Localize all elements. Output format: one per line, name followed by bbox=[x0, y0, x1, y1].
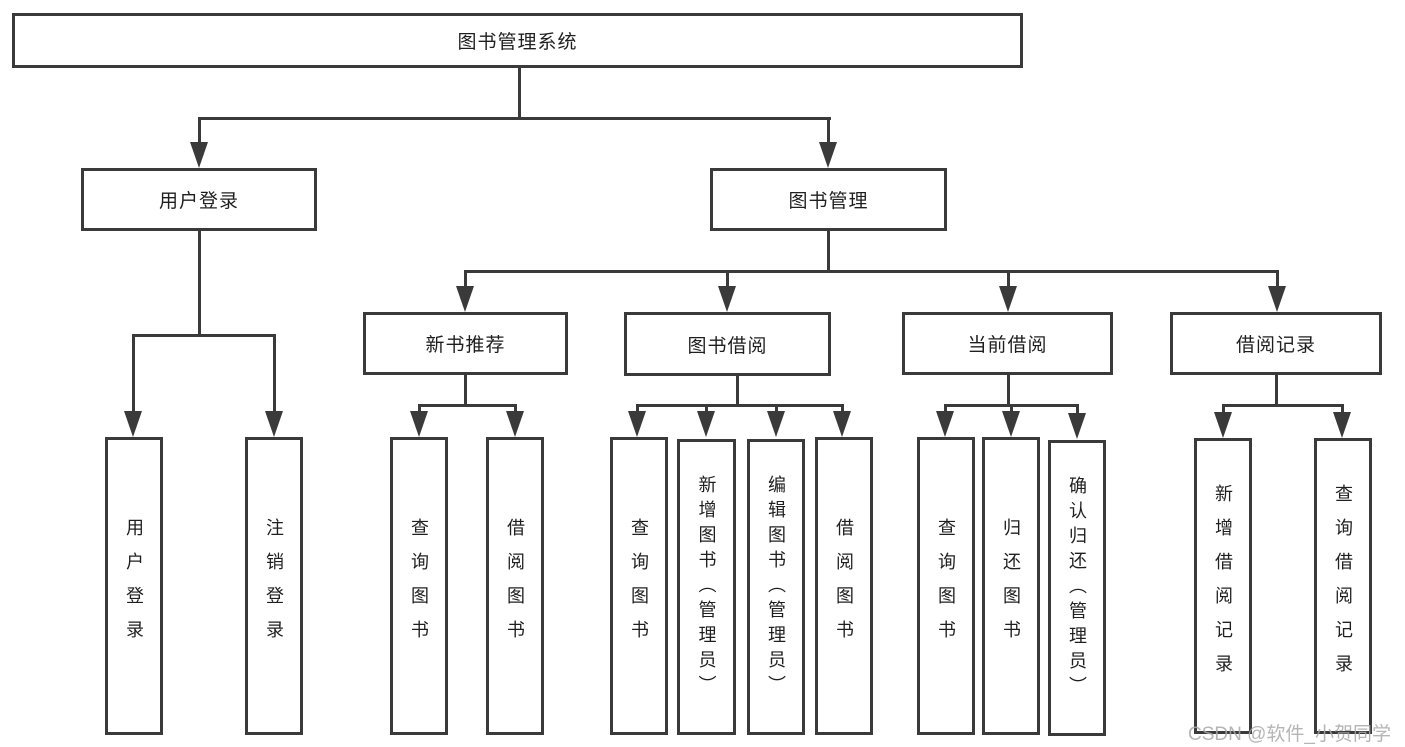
connector-records-bus bbox=[1222, 404, 1343, 407]
connector-borrow-bus bbox=[636, 404, 844, 407]
leaf-label: 查询图书 bbox=[629, 518, 649, 654]
node-label: 图书借阅 bbox=[687, 335, 768, 357]
connector-drop-leaf-logout bbox=[273, 334, 276, 414]
connector-drop-recommend bbox=[464, 270, 467, 288]
leaf-query-borrow-record: 查询借阅记录 bbox=[1314, 438, 1372, 734]
connector-recommend-trunk bbox=[464, 375, 467, 407]
leaf-query-books-borrow: 查询图书 bbox=[610, 437, 668, 735]
node-library-management-system: 图书管理系统 bbox=[12, 13, 1023, 68]
leaf-user-login: 用户登录 bbox=[105, 437, 163, 735]
arrowhead-icon bbox=[819, 142, 837, 168]
connector-drop-records bbox=[1276, 270, 1279, 288]
leaf-label: 查询借阅记录 bbox=[1333, 484, 1353, 688]
node-new-book-recommend: 新书推荐 bbox=[363, 312, 568, 375]
arrowhead-icon bbox=[1002, 411, 1020, 437]
leaf-label: 借阅图书 bbox=[834, 518, 854, 654]
node-label: 用户登录 bbox=[158, 191, 239, 212]
leaf-label: 新增借阅记录 bbox=[1213, 484, 1233, 688]
leaf-label: 用户登录 bbox=[124, 518, 144, 654]
node-label: 新书推荐 bbox=[425, 335, 506, 356]
arrowhead-icon bbox=[767, 411, 785, 437]
connector-drop bbox=[1010, 404, 1013, 414]
connector-root-trunk bbox=[518, 68, 521, 120]
connector-management-trunk bbox=[827, 231, 830, 273]
arrowhead-icon bbox=[506, 411, 524, 437]
leaf-confirm-return-admin: 确认归还（管理员） bbox=[1048, 440, 1106, 736]
leaf-logout: 注销登录 bbox=[245, 437, 303, 735]
connector-drop bbox=[841, 404, 844, 414]
leaf-query-books-current: 查询图书 bbox=[917, 437, 975, 735]
connector-level2-bus bbox=[198, 117, 831, 120]
leaf-query-books-recommend: 查询图书 bbox=[390, 437, 448, 735]
connector-drop bbox=[705, 404, 708, 414]
leaf-return-books: 归还图书 bbox=[982, 437, 1040, 735]
node-label: 图书管理 bbox=[788, 191, 869, 212]
connector-drop-user-login bbox=[198, 117, 201, 145]
connector-recommend-bus bbox=[418, 404, 517, 407]
arrowhead-icon bbox=[628, 411, 646, 437]
leaf-label: 借阅图书 bbox=[505, 518, 525, 654]
node-label: 图书管理系统 bbox=[457, 32, 578, 53]
leaf-edit-books-admin: 编辑图书（管理员） bbox=[747, 439, 805, 735]
arrowhead-icon bbox=[124, 411, 142, 437]
leaf-label: 归还图书 bbox=[1001, 518, 1021, 654]
arrowhead-icon bbox=[833, 411, 851, 437]
arrowhead-icon bbox=[718, 286, 736, 312]
connector-drop-borrow bbox=[726, 270, 729, 288]
leaf-borrow-books-recommend: 借阅图书 bbox=[486, 437, 544, 735]
leaf-label: 编辑图书（管理员） bbox=[766, 474, 786, 700]
connector-drop-current bbox=[1007, 270, 1010, 288]
arrowhead-icon bbox=[936, 411, 954, 437]
node-borrow-records: 借阅记录 bbox=[1170, 312, 1382, 375]
node-user-login: 用户登录 bbox=[81, 168, 317, 231]
arrowhead-icon bbox=[1333, 412, 1351, 438]
csdn-watermark: CSDN @软件_小贺同学 bbox=[1188, 724, 1391, 745]
connector-current-trunk bbox=[1007, 375, 1010, 407]
node-book-management: 图书管理 bbox=[710, 168, 947, 231]
node-current-borrow: 当前借阅 bbox=[902, 312, 1113, 375]
leaf-add-books-admin: 新增图书（管理员） bbox=[677, 439, 736, 735]
leaf-borrow-books: 借阅图书 bbox=[815, 437, 873, 735]
node-label: 当前借阅 bbox=[967, 335, 1048, 356]
connector-drop bbox=[1341, 404, 1344, 414]
arrowhead-icon bbox=[456, 286, 474, 312]
leaf-label: 确认归还（管理员） bbox=[1067, 475, 1087, 701]
connector-level3-bus bbox=[464, 270, 1279, 273]
leaf-label: 注销登录 bbox=[264, 518, 284, 654]
node-book-borrow: 图书借阅 bbox=[624, 312, 831, 376]
connector-drop bbox=[1222, 404, 1225, 414]
connector-drop bbox=[418, 404, 421, 414]
node-label: 借阅记录 bbox=[1235, 335, 1316, 356]
connector-records-trunk bbox=[1275, 375, 1278, 407]
connector-user-bus bbox=[132, 334, 276, 337]
connector-user-trunk bbox=[198, 231, 201, 337]
leaf-label: 新增图书（管理员） bbox=[696, 474, 717, 700]
connector-drop bbox=[775, 404, 778, 414]
connector-borrow-trunk bbox=[736, 376, 739, 407]
connector-drop bbox=[1076, 404, 1079, 414]
connector-drop-book-management bbox=[827, 117, 830, 145]
leaf-label: 查询图书 bbox=[936, 518, 956, 654]
connector-drop bbox=[636, 404, 639, 414]
arrowhead-icon bbox=[999, 286, 1017, 312]
arrowhead-icon bbox=[1268, 286, 1286, 312]
leaf-add-borrow-record: 新增借阅记录 bbox=[1194, 438, 1252, 734]
arrowhead-icon bbox=[1214, 412, 1232, 438]
arrowhead-icon bbox=[697, 411, 715, 437]
arrowhead-icon bbox=[190, 142, 208, 168]
connector-drop bbox=[944, 404, 947, 414]
connector-drop bbox=[514, 404, 517, 414]
arrowhead-icon bbox=[410, 411, 428, 437]
connector-drop-leaf-user-login bbox=[132, 334, 135, 414]
arrowhead-icon bbox=[265, 411, 283, 437]
leaf-label: 查询图书 bbox=[409, 518, 429, 654]
arrowhead-icon bbox=[1068, 413, 1086, 439]
